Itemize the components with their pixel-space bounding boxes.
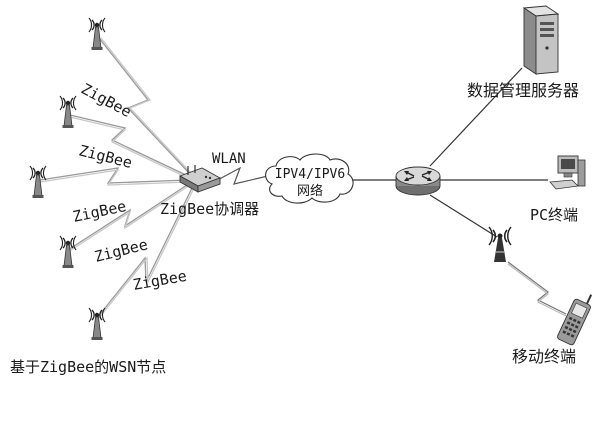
mobile-label: 移动终端 <box>512 347 576 366</box>
link-sensor-2 <box>69 114 189 177</box>
wlan-link <box>211 166 269 185</box>
wsn-nodes-label: 基于ZigBee的WSN节点 <box>10 358 166 376</box>
pc-terminal-icon <box>549 155 586 190</box>
link-sensor-3 <box>39 167 189 184</box>
mobile-link <box>507 261 567 317</box>
coordinator-label: ZigBee协调器 <box>160 200 259 218</box>
network-cloud-icon <box>265 153 354 204</box>
sensor-node-icon <box>88 307 106 341</box>
sensor-node-icon <box>59 235 77 269</box>
pc-label: PC终端 <box>530 206 578 224</box>
zigbee-links <box>39 37 196 319</box>
zigbee-label-1: ZigBee <box>78 80 134 121</box>
link-router-server <box>429 67 523 167</box>
network-label-line2: 网络 <box>297 183 323 199</box>
zigbee-label-4: ZigBee <box>93 235 150 266</box>
base-station-icon <box>488 226 512 262</box>
server-label: 数据管理服务器 <box>467 81 579 100</box>
link-sensor-5 <box>96 185 194 319</box>
server-icon <box>522 5 560 75</box>
link-sensor-1 <box>98 37 191 175</box>
network-label-line1: IPV4/IPV6 <box>275 167 345 182</box>
router-icon <box>395 166 441 196</box>
zigbee-label-3: ZigBee <box>71 197 128 226</box>
zigbee-coordinator-icon <box>178 165 222 193</box>
sensor-node-icon <box>59 95 77 129</box>
zigbee-label-5: ZigBee <box>132 267 188 294</box>
wlan-label: WLAN <box>212 151 246 167</box>
link-router-tower <box>429 194 498 238</box>
mobile-phone-icon <box>557 294 593 346</box>
sensor-node-icon <box>88 17 106 51</box>
